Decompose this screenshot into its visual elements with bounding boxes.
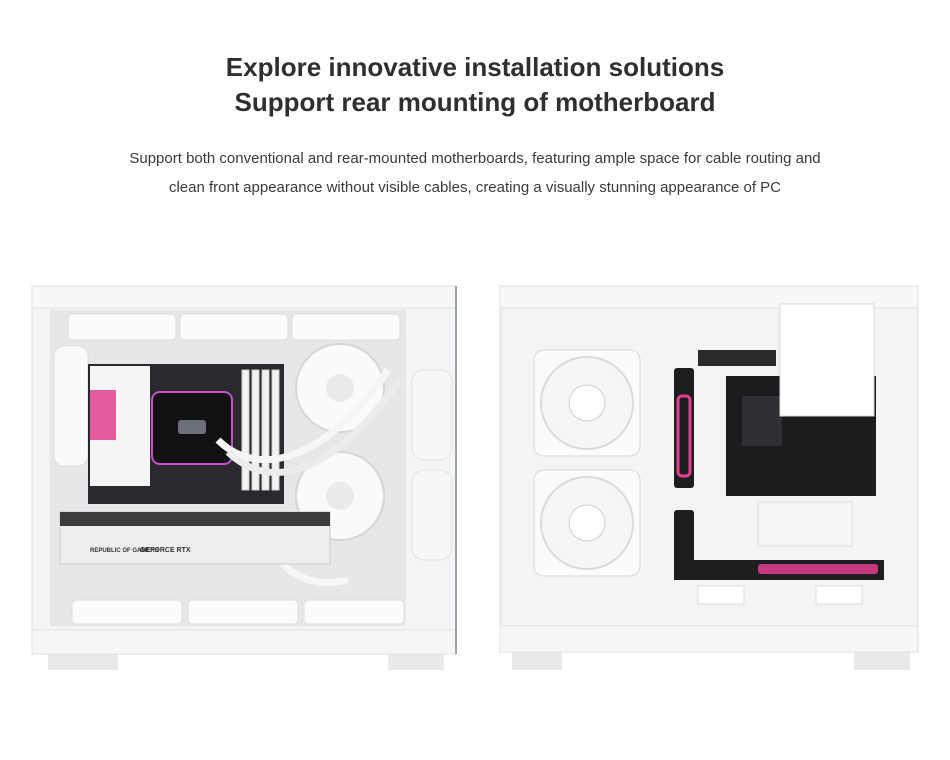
rgb-accent [90, 390, 116, 440]
case-top-panel [499, 285, 919, 309]
headline: Explore innovative installation solution… [0, 50, 950, 120]
ssd-bracket [757, 501, 853, 547]
description-line-2: clean front appearance without visible c… [168, 179, 782, 196]
gpu-backplate [60, 512, 330, 526]
description: Support both conventional and rear-mount… [0, 144, 950, 202]
drive-cage [779, 303, 875, 417]
side-radiator [53, 345, 89, 467]
bottom-fan-row [71, 599, 405, 625]
case-bottom-panel [499, 625, 919, 653]
gpu-model-label: GEFORCE RTX [140, 547, 191, 554]
description-line-1: Support both conventional and rear-mount… [129, 150, 821, 167]
case-foot-right [388, 652, 444, 670]
top-connector [698, 350, 776, 366]
rgb-cable [676, 394, 692, 478]
cpu-backplate [742, 396, 782, 446]
case-front-view-image: REPUBLIC OF GAMERS GEFORCE RTX [28, 280, 460, 680]
case-foot-right [854, 652, 910, 670]
pump-logo [178, 420, 206, 434]
headline-line-1: Explore innovative installation solution… [225, 52, 725, 82]
ram-sticks [241, 369, 280, 491]
cooler-tube-2 [225, 377, 403, 476]
lower-cable-bar [674, 510, 694, 576]
cutout-2 [815, 585, 863, 605]
rear-fan-stack [533, 349, 641, 577]
cooler-tube-1 [215, 368, 391, 464]
headline-line-2: Support rear mounting of motherboard [234, 87, 716, 117]
top-fan-row [67, 313, 401, 341]
rgb-cable-strip [758, 564, 878, 574]
case-foot-left [48, 652, 118, 670]
case-foot-left [512, 652, 562, 670]
case-bottom-panel [31, 629, 457, 655]
gpu-brand-label: REPUBLIC OF GAMERS [90, 548, 159, 554]
case-rear-view-image [498, 280, 922, 680]
side-fan-column [411, 369, 453, 561]
case-top-panel [31, 285, 457, 309]
cutout-1 [697, 585, 745, 605]
